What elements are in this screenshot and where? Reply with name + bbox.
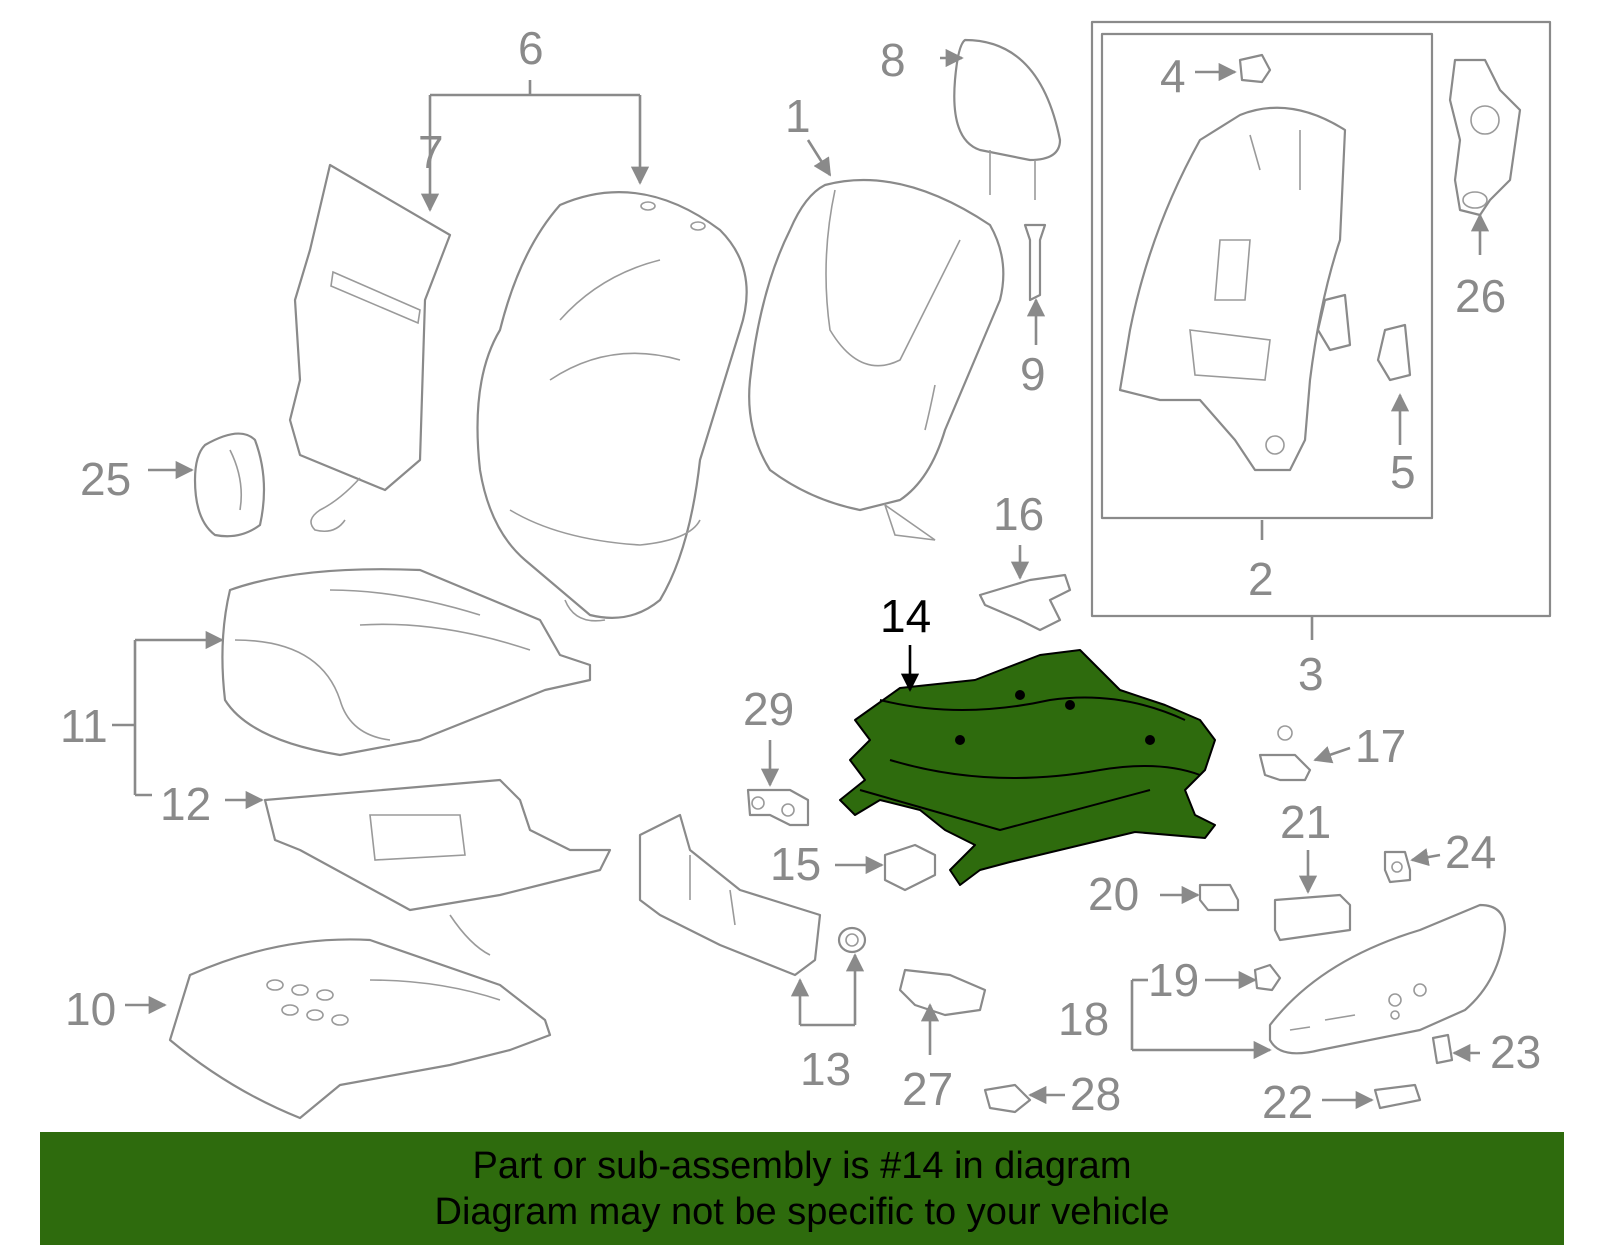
part-13-shield	[638, 813, 867, 977]
part-24-switch	[1383, 850, 1412, 884]
part-28-clip	[983, 1083, 1032, 1114]
part-26-recliner	[1448, 58, 1522, 217]
callout-26: 26	[1455, 270, 1506, 322]
part-7-back-board	[288, 163, 452, 533]
part-23-cover	[1431, 1033, 1454, 1065]
callout-23: 23	[1490, 1026, 1541, 1078]
callout-10: 10	[65, 983, 116, 1035]
part-22-cover	[1373, 1083, 1422, 1110]
banner-line-2: Diagram may not be specific to your vehi…	[434, 1190, 1170, 1233]
part-2-back-frame	[1118, 106, 1347, 472]
part-14-seat-adjuster	[839, 649, 1216, 886]
callout-6: 6	[518, 22, 544, 74]
part-1-seat-back	[748, 179, 1005, 541]
part-17-bracket	[1258, 725, 1312, 782]
callout-20: 20	[1088, 868, 1139, 920]
part-6-back-cover	[476, 191, 748, 622]
part-4-clip	[1238, 53, 1272, 84]
callout-1: 1	[785, 90, 811, 142]
callout-7: 7	[418, 126, 444, 178]
callout-28: 28	[1070, 1068, 1121, 1120]
info-banner: Part or sub-assembly is #14 in diagram D…	[40, 1132, 1564, 1245]
callout-17: 17	[1355, 720, 1406, 772]
callout-5: 5	[1390, 446, 1416, 498]
banner-line-1: Part or sub-assembly is #14 in diagram	[472, 1144, 1132, 1187]
part-19-screw	[1253, 963, 1282, 992]
callout-16: 16	[993, 488, 1044, 540]
part-11-cushion-cover	[221, 568, 592, 757]
callout-21: 21	[1280, 796, 1331, 848]
part-20-switch-knob	[1198, 883, 1240, 912]
part-27-bracket	[898, 968, 987, 1017]
part-18-side-shield	[1268, 903, 1507, 1055]
part-29-clip	[746, 788, 810, 827]
leader-lines	[112, 48, 1490, 1110]
callout-15: 15	[770, 838, 821, 890]
callout-8: 8	[880, 34, 906, 86]
callout-24: 24	[1445, 826, 1496, 878]
callout-13: 13	[800, 1043, 851, 1095]
callout-29: 29	[743, 683, 794, 735]
part-25-side-cover	[193, 432, 266, 538]
part-10-cushion-pad	[168, 938, 552, 1120]
part-21-switch	[1273, 893, 1352, 942]
callout-3: 3	[1298, 648, 1324, 700]
part-8-headrest	[953, 38, 1062, 200]
part-16-bracket	[978, 573, 1072, 632]
callout-12: 12	[160, 778, 211, 830]
callout-9: 9	[1020, 348, 1046, 400]
callout-labels: 6 7 1 8 9 25 4 5 26 2 3 16 11 12 10 14 2…	[60, 22, 1541, 1128]
part-5-brackets	[1316, 293, 1412, 382]
part-12-heater-mat	[263, 778, 612, 956]
callout-4: 4	[1160, 50, 1186, 102]
callout-14: 14	[880, 590, 931, 642]
part-9-headrest-guide	[1023, 223, 1047, 302]
frame-box-3	[1090, 20, 1552, 618]
callout-2: 2	[1248, 553, 1274, 605]
callout-22: 22	[1262, 1076, 1313, 1128]
callout-11: 11	[60, 700, 108, 752]
part-15-bracket	[883, 843, 937, 892]
callout-27: 27	[902, 1063, 953, 1115]
callout-18: 18	[1058, 993, 1109, 1045]
callout-19: 19	[1148, 954, 1199, 1006]
callout-25: 25	[80, 453, 131, 505]
